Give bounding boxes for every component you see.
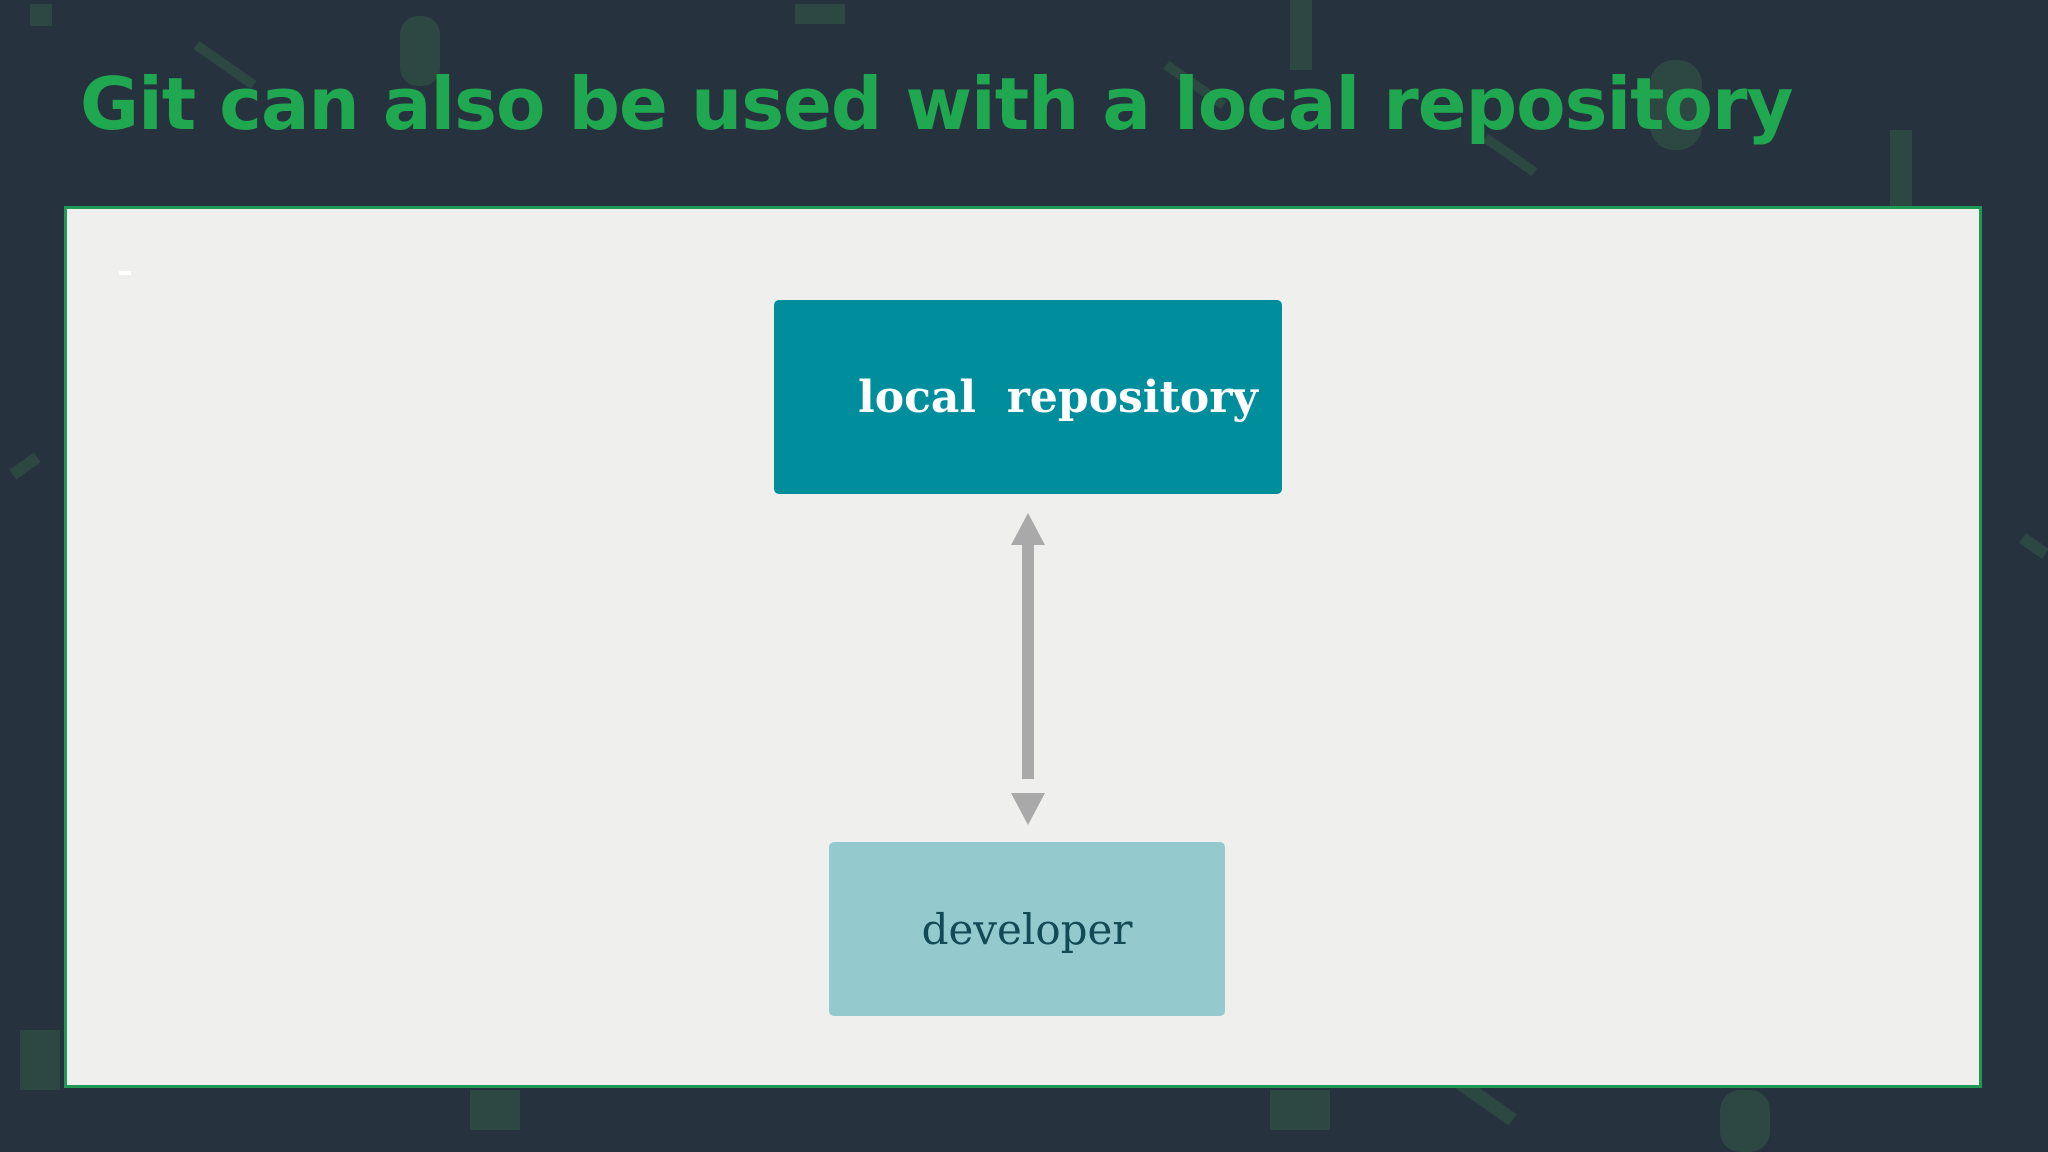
bg-shape: [400, 16, 440, 86]
bg-shape: [1290, 0, 1312, 70]
bidirectional-arrow: [1011, 513, 1045, 825]
bg-shape: [1890, 130, 1912, 210]
bg-shape: [1270, 1090, 1330, 1130]
bg-shape: [9, 452, 41, 480]
panel-mark: [119, 271, 131, 275]
slide-title: Git can also be used with a local reposi…: [80, 62, 1793, 146]
arrow-head-down: [1011, 793, 1045, 825]
diagram-panel: local repository developer: [64, 206, 1982, 1088]
arrow-shaft: [1022, 529, 1034, 779]
bg-shape: [1163, 60, 1227, 110]
arrow-head-up: [1011, 513, 1045, 545]
bg-shape: [30, 4, 52, 26]
bg-shape: [470, 1090, 520, 1130]
bg-shape: [20, 1030, 60, 1090]
bg-shape: [1720, 1090, 1770, 1152]
bg-shape: [2019, 533, 2048, 559]
bg-shape: [1482, 133, 1538, 177]
developer-box: developer: [829, 842, 1225, 1016]
developer-label: developer: [921, 904, 1133, 954]
bg-shape: [193, 40, 257, 90]
bg-shape: [795, 4, 845, 24]
local-repository-label: local repository: [858, 371, 1258, 423]
local-repository-box: local repository: [774, 300, 1282, 494]
bg-shape: [1650, 60, 1702, 150]
